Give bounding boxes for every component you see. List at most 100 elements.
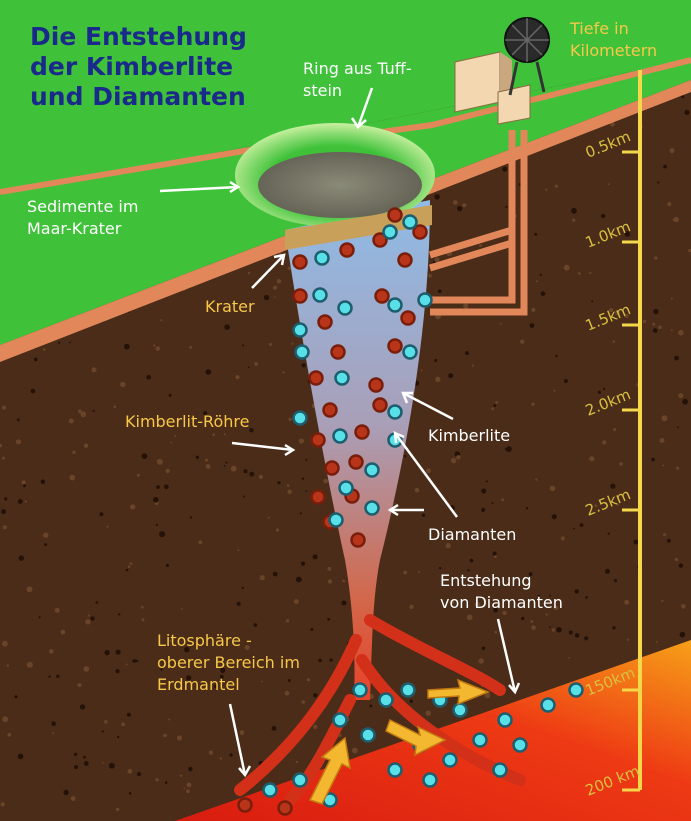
soil-speck xyxy=(556,627,562,633)
diamond-stone xyxy=(422,772,438,788)
soil-speck xyxy=(494,630,498,634)
soil-speck xyxy=(453,200,458,205)
soil-speck xyxy=(549,626,551,628)
soil-speck xyxy=(72,450,76,455)
diamond-stone xyxy=(387,297,403,313)
kimberlite-stone xyxy=(308,370,324,386)
soil-speck xyxy=(327,579,333,584)
soil-speck xyxy=(633,539,639,545)
soil-speck xyxy=(258,474,263,480)
soil-speck xyxy=(23,484,26,488)
soil-speck xyxy=(481,646,486,651)
soil-speck xyxy=(80,411,87,418)
soil-speck xyxy=(229,753,233,757)
diamond-stone xyxy=(292,772,308,788)
soil-speck xyxy=(0,802,5,807)
soil-speck xyxy=(577,272,581,275)
soil-speck xyxy=(242,495,245,498)
kimberlite-stone xyxy=(317,314,333,330)
soil-speck xyxy=(434,359,438,362)
soil-speck xyxy=(540,291,546,297)
soil-speck xyxy=(613,427,617,432)
soil-speck xyxy=(531,307,536,312)
soil-speck xyxy=(115,669,120,674)
soil-speck xyxy=(624,313,629,318)
soil-speck xyxy=(579,523,584,527)
soil-speck xyxy=(553,605,559,611)
soil-speck xyxy=(434,194,440,200)
soil-speck xyxy=(505,205,508,208)
soil-speck xyxy=(585,596,588,599)
pointer-arrows xyxy=(159,87,521,778)
soil-speck xyxy=(653,308,659,315)
kimberlite-stone xyxy=(372,232,388,248)
soil-speck xyxy=(40,479,46,485)
soil-speck xyxy=(679,631,686,638)
soil-speck xyxy=(481,488,487,494)
soil-speck xyxy=(121,722,126,727)
kimberlite-stone xyxy=(292,288,308,304)
soil-speck xyxy=(572,218,576,222)
soil-speck xyxy=(174,435,177,438)
soil-speck xyxy=(435,376,441,382)
soil-speck xyxy=(195,455,200,459)
soil-speck xyxy=(169,639,172,642)
soil-speck xyxy=(153,497,159,503)
label-pipe: Kimberlit-Röhre xyxy=(125,412,250,431)
soil-speck xyxy=(189,345,193,349)
soil-speck xyxy=(43,348,46,351)
diamond-stone xyxy=(332,428,348,444)
soil-speck xyxy=(678,393,684,399)
soil-speck xyxy=(135,659,139,663)
diamond-stone xyxy=(314,250,330,266)
soil-speck xyxy=(478,658,484,664)
soil-speck xyxy=(277,481,281,485)
soil-speck xyxy=(551,628,556,632)
magma-roots xyxy=(234,614,526,806)
soil-speck xyxy=(239,730,245,735)
soil-speck xyxy=(658,325,662,330)
soil-speck xyxy=(525,507,529,510)
soil-speck xyxy=(48,675,51,678)
soil-speck xyxy=(530,620,534,623)
soil-speck xyxy=(287,266,292,270)
soil-speck xyxy=(287,489,293,495)
diamond-stone xyxy=(332,712,348,728)
soil-speck xyxy=(104,720,108,724)
soil-speck xyxy=(571,207,577,214)
kimberlite-stone xyxy=(292,254,308,270)
soil-speck xyxy=(130,504,136,510)
soil-speck xyxy=(291,342,294,345)
kimberlite-stone xyxy=(412,224,428,240)
diamond-stone xyxy=(337,300,353,316)
soil-speck xyxy=(654,256,658,260)
soil-speck xyxy=(659,437,665,443)
soil-speck xyxy=(652,322,656,326)
soil-speck xyxy=(92,409,95,412)
soil-speck xyxy=(1,456,5,460)
soil-speck xyxy=(502,166,508,172)
soil-speck xyxy=(87,614,91,617)
soil-speck xyxy=(678,563,684,568)
soil-speck xyxy=(126,663,128,666)
soil-speck xyxy=(74,765,79,769)
soil-speck xyxy=(253,623,258,627)
soil-speck xyxy=(329,658,333,662)
diamond-stone xyxy=(452,702,468,718)
kimberlite-stone xyxy=(237,797,253,813)
soil-speck xyxy=(241,586,244,589)
kimberlite-stone xyxy=(330,344,346,360)
soil-speck xyxy=(1,509,6,515)
soil-speck xyxy=(450,457,457,464)
kimberlite-stone xyxy=(368,377,384,393)
kimberlite-stone xyxy=(277,800,293,816)
soil-speck xyxy=(49,649,54,654)
diamond-stone xyxy=(364,462,380,478)
soil-speck xyxy=(155,778,159,782)
soil-speck xyxy=(670,329,673,331)
soil-speck xyxy=(295,760,298,764)
soil-speck xyxy=(609,308,614,313)
soil-speck xyxy=(237,549,240,552)
soil-speck xyxy=(607,183,610,186)
kimberlite-stone xyxy=(387,207,403,223)
